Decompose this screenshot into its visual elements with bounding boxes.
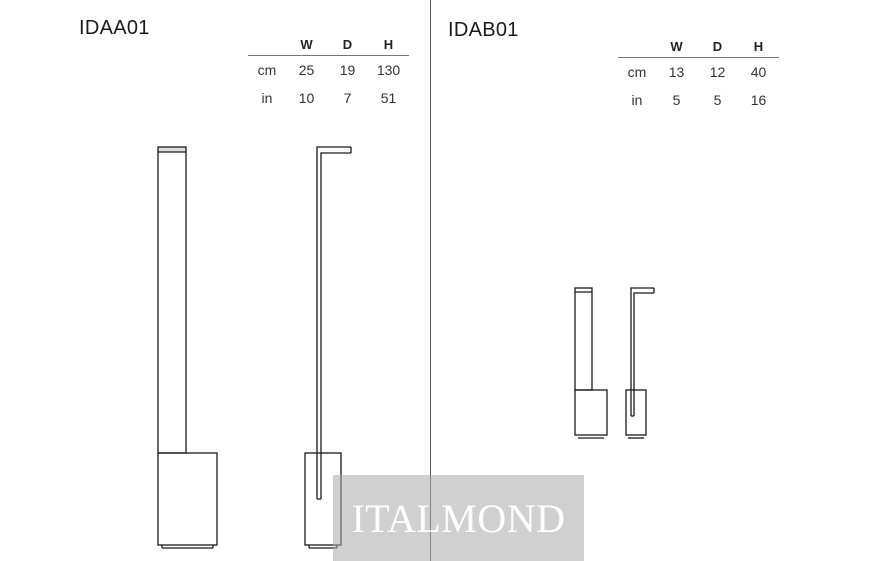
table-header-row: W D H (618, 35, 779, 58)
width-value: 5 (672, 92, 681, 108)
depth-value: 12 (709, 64, 726, 80)
table-header-h: H (383, 36, 394, 52)
height-value: 130 (376, 62, 401, 78)
depth-value: 5 (713, 92, 722, 108)
width-value: 10 (298, 90, 315, 106)
unit-label: cm (257, 62, 277, 78)
panel-idaa01: IDAA01 W D H cm 25 19 130 in 10 7 51 (0, 0, 430, 561)
model-title: IDAA01 (79, 17, 150, 39)
unit-label: in (261, 90, 273, 106)
model-title: IDAB01 (448, 19, 519, 41)
idab01-front-view-drawing (574, 287, 608, 439)
unit-label: cm (627, 64, 647, 80)
dimension-table: W D H cm 13 12 40 in 5 5 16 (618, 35, 779, 114)
idab01-side-view-drawing (625, 287, 655, 439)
table-header-d: D (342, 36, 353, 52)
table-header-h: H (753, 38, 764, 54)
unit-label: in (631, 92, 643, 108)
height-value: 40 (750, 64, 767, 80)
table-header-w: W (300, 36, 313, 52)
depth-value: 19 (339, 62, 356, 78)
table-header-w: W (670, 38, 683, 54)
width-value: 25 (298, 62, 315, 78)
panel-idab01: IDAB01 W D H cm 13 12 40 in 5 5 16 (431, 0, 888, 561)
idaa01-side-view-drawing (304, 146, 352, 549)
width-value: 13 (668, 64, 685, 80)
dimension-table: W D H cm 25 19 130 in 10 7 51 (248, 33, 409, 112)
table-row: cm 25 19 130 (248, 56, 409, 85)
height-value: 16 (750, 92, 767, 108)
depth-value: 7 (343, 90, 352, 106)
height-value: 51 (380, 90, 397, 106)
table-header-row: W D H (248, 33, 409, 56)
table-row: in 5 5 16 (618, 86, 779, 114)
table-header-d: D (712, 38, 723, 54)
panel-divider (430, 0, 431, 561)
watermark: ITALMOND (333, 475, 584, 561)
table-row: cm 13 12 40 (618, 58, 779, 87)
idaa01-front-view-drawing (157, 146, 218, 549)
table-row: in 10 7 51 (248, 84, 409, 112)
